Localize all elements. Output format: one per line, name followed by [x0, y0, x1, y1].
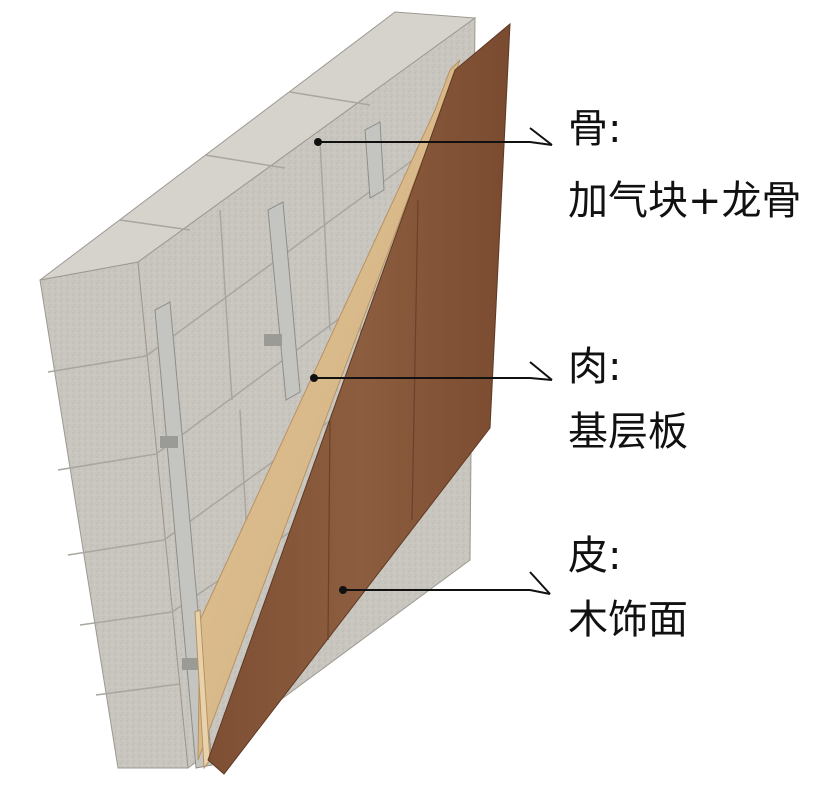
- label-bone-title: 骨:: [568, 105, 621, 153]
- label-skin-desc: 木饰面: [568, 596, 688, 644]
- label-bone-desc: 加气块+龙骨: [568, 177, 802, 225]
- label-flesh-desc: 基层板: [568, 408, 688, 456]
- keel-bracket: [160, 436, 178, 448]
- keel-bracket: [264, 334, 282, 346]
- label-flesh-title: 肉:: [568, 343, 621, 391]
- label-skin-title: 皮:: [568, 532, 621, 580]
